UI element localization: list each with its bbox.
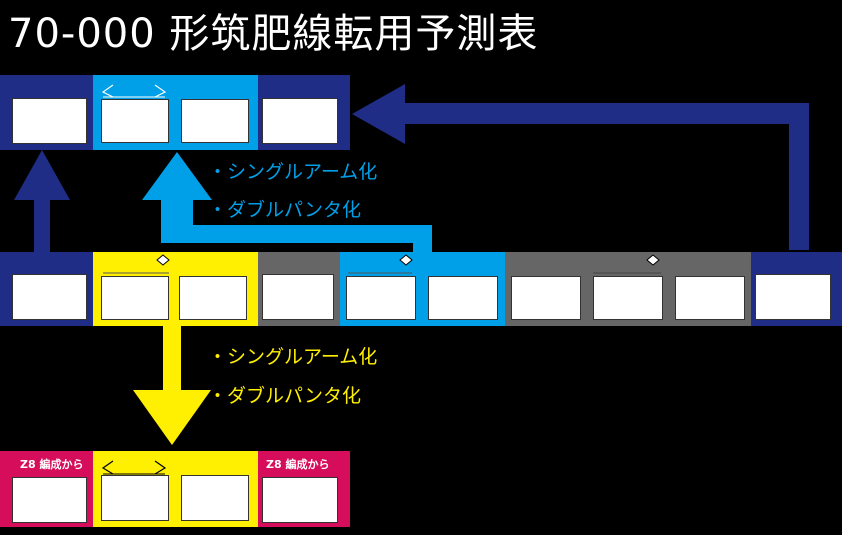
window (262, 274, 334, 320)
mid-car-2-3 (93, 252, 258, 326)
window (593, 276, 663, 320)
top-car-4 (258, 75, 350, 150)
pantograph-icon (103, 254, 170, 274)
origin-tag-right: Z8 編成から (266, 458, 330, 471)
yellow-note-double-panta: ・ダブルパンタ化 (208, 385, 361, 407)
mid-car-5-6 (340, 252, 505, 326)
yellow-note-single-arm: ・シングルアーム化 (208, 346, 378, 368)
single-arm-pantograph-icon (101, 460, 167, 475)
window (12, 477, 87, 523)
window (262, 477, 338, 523)
cyan-note-single-arm: ・シングルアーム化 (208, 161, 378, 183)
top-car-2-3 (93, 75, 260, 150)
mid-car-4 (258, 252, 342, 326)
origin-tag-left: Z8 編成から (20, 458, 84, 471)
window (755, 274, 831, 320)
window (12, 274, 87, 320)
window (101, 276, 169, 320)
window (181, 99, 249, 143)
pantograph-icon (348, 254, 413, 274)
window (262, 98, 338, 144)
navy-arrow-left (14, 150, 70, 252)
single-arm-pantograph-icon (101, 84, 167, 98)
cyan-arrow (142, 152, 432, 252)
window (428, 276, 498, 320)
window (181, 475, 249, 521)
bottom-car-1: Z8 編成から (0, 451, 96, 527)
window (12, 98, 87, 144)
mid-car-10 (751, 252, 842, 326)
bottom-car-4: Z8 編成から (258, 451, 350, 527)
bottom-car-2-3 (93, 451, 260, 527)
mid-car-1 (0, 252, 96, 326)
yellow-arrow (133, 324, 211, 445)
page-title: 70-000 形筑肥線転用予測表 (8, 11, 539, 57)
window (346, 276, 416, 320)
window (179, 276, 247, 320)
navy-arrow-right (352, 84, 809, 250)
pantograph-icon (593, 254, 661, 274)
window (675, 276, 745, 320)
window (101, 475, 169, 521)
top-car-1 (0, 75, 96, 150)
cyan-note-double-panta: ・ダブルパンタ化 (208, 199, 361, 221)
window (511, 276, 581, 320)
mid-car-7-9 (505, 252, 751, 326)
window (101, 99, 169, 143)
